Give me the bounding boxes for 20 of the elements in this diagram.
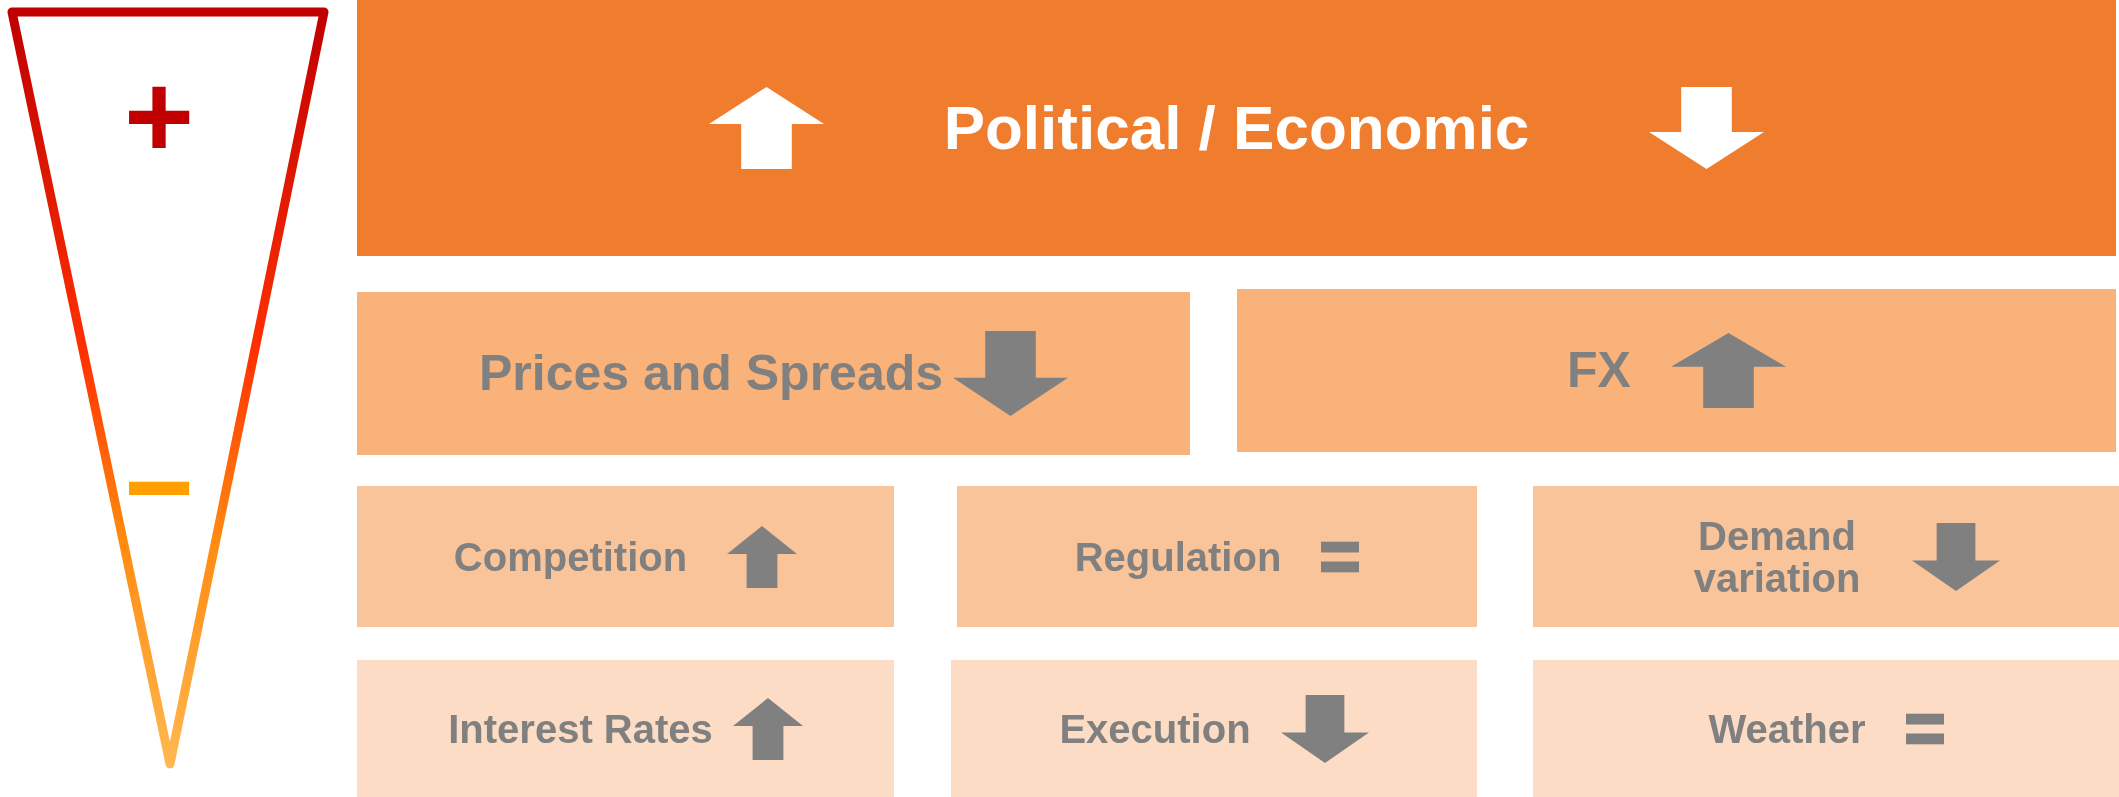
banner-box <box>357 0 2116 256</box>
risk-factor-box <box>357 660 894 797</box>
risk-factor-label: Competition <box>453 535 688 578</box>
risk-factor-label: Execution <box>1059 707 1251 750</box>
banner-title: Political / Economic <box>943 95 1530 161</box>
risk-factor-box <box>1533 660 2119 797</box>
risk-factor-box <box>357 292 1190 455</box>
risk-factor-label: FX <box>1567 344 1631 397</box>
risk-factor-box <box>357 486 894 627</box>
minus-sign: − <box>124 426 195 546</box>
risk-factor-label: Demand variation <box>1692 514 1862 599</box>
risk-factor-label: Weather <box>1708 707 1866 750</box>
risk-factor-box <box>951 660 1477 797</box>
risk-factor-label: Prices and Spreads <box>478 347 944 400</box>
risk-factor-box <box>1237 289 2116 452</box>
risk-factor-box <box>1533 486 2119 627</box>
risk-factor-label: Interest Rates <box>448 707 713 750</box>
plus-sign: + <box>124 56 195 176</box>
risk-factor-label: Regulation <box>1074 535 1282 578</box>
risk-factor-box <box>957 486 1477 627</box>
